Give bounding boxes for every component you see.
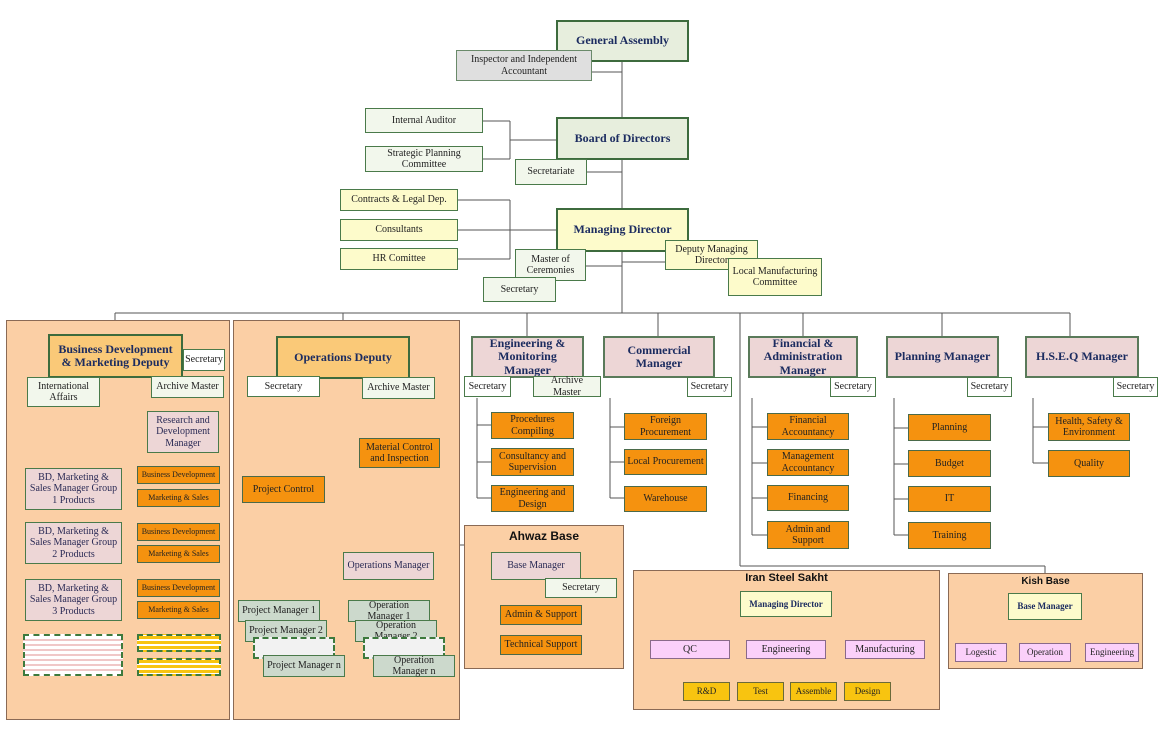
financial-manager-box[interactable]: Financial & Administration Manager	[748, 336, 858, 378]
iran-test-box[interactable]: Test	[737, 682, 784, 701]
project-control-box[interactable]: Project Control	[242, 476, 325, 503]
iran-rd-box[interactable]: R&D	[683, 682, 730, 701]
eng-secretary-box[interactable]: Secretary	[464, 376, 511, 397]
ops-secretary-box[interactable]: Secretary	[247, 376, 320, 397]
board-of-directors-box[interactable]: Board of Directors	[556, 117, 689, 160]
bd-group-1-box[interactable]: BD, Marketing & Sales Manager Group 1 Pr…	[25, 468, 122, 510]
iran-qc-box[interactable]: QC	[650, 640, 730, 659]
international-affairs-box[interactable]: International Affairs	[27, 377, 100, 407]
commercial-manager-box[interactable]: Commercial Manager	[603, 336, 715, 378]
bd-deputy-box[interactable]: Business Development & Marketing Deputy	[48, 334, 183, 378]
budget-box[interactable]: Budget	[908, 450, 991, 477]
bd-group-1-business-development[interactable]: Business Development	[137, 466, 220, 484]
iran-title: Iran Steel Sakht	[745, 572, 828, 584]
it-box[interactable]: IT	[908, 486, 991, 512]
ahwaz-technical-support-box[interactable]: Technical Support	[500, 635, 582, 655]
operations-deputy-box[interactable]: Operations Deputy	[276, 336, 410, 379]
ops-archive-master-box[interactable]: Archive Master	[362, 377, 435, 399]
research-development-box[interactable]: Research and Development Manager	[147, 411, 219, 453]
internal-auditor-box[interactable]: Internal Auditor	[365, 108, 483, 133]
ahwaz-base-manager-box[interactable]: Base Manager	[491, 552, 581, 580]
bd-secretary-box[interactable]: Secretary	[183, 349, 225, 371]
training-box[interactable]: Training	[908, 522, 991, 549]
eng-archive-master-box[interactable]: Archive Master	[533, 375, 601, 398]
ahwaz-admin-support-box[interactable]: Admin & Support	[500, 605, 582, 625]
bd-placeholder-item-2	[137, 658, 221, 676]
bd-archive-master-box[interactable]: Archive Master	[151, 376, 224, 398]
hr-committee-box[interactable]: HR Comittee	[340, 248, 458, 270]
bd-group-2-business-development[interactable]: Business Development	[137, 523, 220, 541]
operation-manager-n-box[interactable]: Operation Manager n	[373, 655, 455, 677]
consultants-box[interactable]: Consultants	[340, 219, 458, 241]
operation-manager-1-box[interactable]: Operation Manager 1	[348, 600, 430, 622]
financial-accountancy-box[interactable]: Financial Accountancy	[767, 413, 849, 440]
operations-manager-box[interactable]: Operations Manager	[343, 552, 434, 580]
health-safety-environment-box[interactable]: Health, Safety & Environment	[1048, 413, 1130, 441]
project-manager-n-box[interactable]: Project Manager n	[263, 655, 345, 677]
iran-assemble-box[interactable]: Assemble	[790, 682, 837, 701]
fin-secretary-box[interactable]: Secretary	[830, 377, 876, 397]
planning-box[interactable]: Planning	[908, 414, 991, 441]
warehouse-box[interactable]: Warehouse	[624, 486, 707, 512]
procedures-compiling-box[interactable]: Procedures Compiling	[491, 412, 574, 439]
planning-manager-box[interactable]: Planning Manager	[886, 336, 999, 378]
plan-secretary-box[interactable]: Secretary	[967, 377, 1012, 397]
contracts-legal-box[interactable]: Contracts & Legal Dep.	[340, 189, 458, 211]
local-manufacturing-box[interactable]: Local Manufacturing Committee	[728, 258, 822, 296]
engineering-design-box[interactable]: Engineering and Design	[491, 485, 574, 512]
iran-managing-director-box[interactable]: Managing Director	[740, 591, 832, 617]
hseq-secretary-box[interactable]: Secretary	[1113, 377, 1158, 397]
foreign-procurement-box[interactable]: Foreign Procurement	[624, 413, 707, 440]
bd-group-3-box[interactable]: BD, Marketing & Sales Manager Group 3 Pr…	[25, 579, 122, 621]
project-manager-1-box[interactable]: Project Manager 1	[238, 600, 320, 622]
financing-box[interactable]: Financing	[767, 485, 849, 511]
inspector-box[interactable]: Inspector and Independent Accountant	[456, 50, 592, 81]
bd-group-1-marketing-sales[interactable]: Marketing & Sales	[137, 489, 220, 507]
bd-placeholder-group	[23, 634, 123, 676]
kish-title: Kish Base	[1021, 576, 1070, 587]
admin-support-fin-box[interactable]: Admin and Support	[767, 521, 849, 549]
bd-group-2-box[interactable]: BD, Marketing & Sales Manager Group 2 Pr…	[25, 522, 122, 564]
ahwaz-secretary-box[interactable]: Secretary	[545, 578, 617, 598]
iran-manufacturing-box[interactable]: Manufacturing	[845, 640, 925, 659]
local-procurement-box[interactable]: Local Procurement	[624, 449, 707, 475]
deputy-md-box[interactable]: Deputy Managing Director	[665, 240, 758, 270]
kish-engineering-box[interactable]: Engineering	[1085, 643, 1139, 662]
strategic-planning-box[interactable]: Strategic Planning Committee	[365, 146, 483, 172]
quality-box[interactable]: Quality	[1048, 450, 1130, 477]
bd-placeholder-item-1	[137, 634, 221, 652]
md-secretary-box[interactable]: Secretary	[483, 277, 556, 302]
bd-group-3-marketing-sales[interactable]: Marketing & Sales	[137, 601, 220, 619]
ahwaz-title: Ahwaz Base	[508, 529, 580, 543]
management-accountancy-box[interactable]: Management Accountancy	[767, 449, 849, 476]
bd-group-2-marketing-sales[interactable]: Marketing & Sales	[137, 545, 220, 563]
bd-group-3-business-development[interactable]: Business Development	[137, 579, 220, 597]
iran-engineering-box[interactable]: Engineering	[746, 640, 826, 659]
kish-logestic-box[interactable]: Logestic	[955, 643, 1007, 662]
secretariate-box[interactable]: Secretariate	[515, 159, 587, 185]
engineering-manager-box[interactable]: Engineering & Monitoring Manager	[471, 336, 584, 378]
material-control-box[interactable]: Material Control and Inspection	[359, 438, 440, 468]
hseq-manager-box[interactable]: H.S.E.Q Manager	[1025, 336, 1139, 378]
iran-design-box[interactable]: Design	[844, 682, 891, 701]
kish-base-manager-box[interactable]: Base Manager	[1008, 593, 1082, 620]
consultancy-supervision-box[interactable]: Consultancy and Supervision	[491, 448, 574, 476]
kish-operation-box[interactable]: Operation	[1019, 643, 1071, 662]
com-secretary-box[interactable]: Secretary	[687, 377, 732, 397]
